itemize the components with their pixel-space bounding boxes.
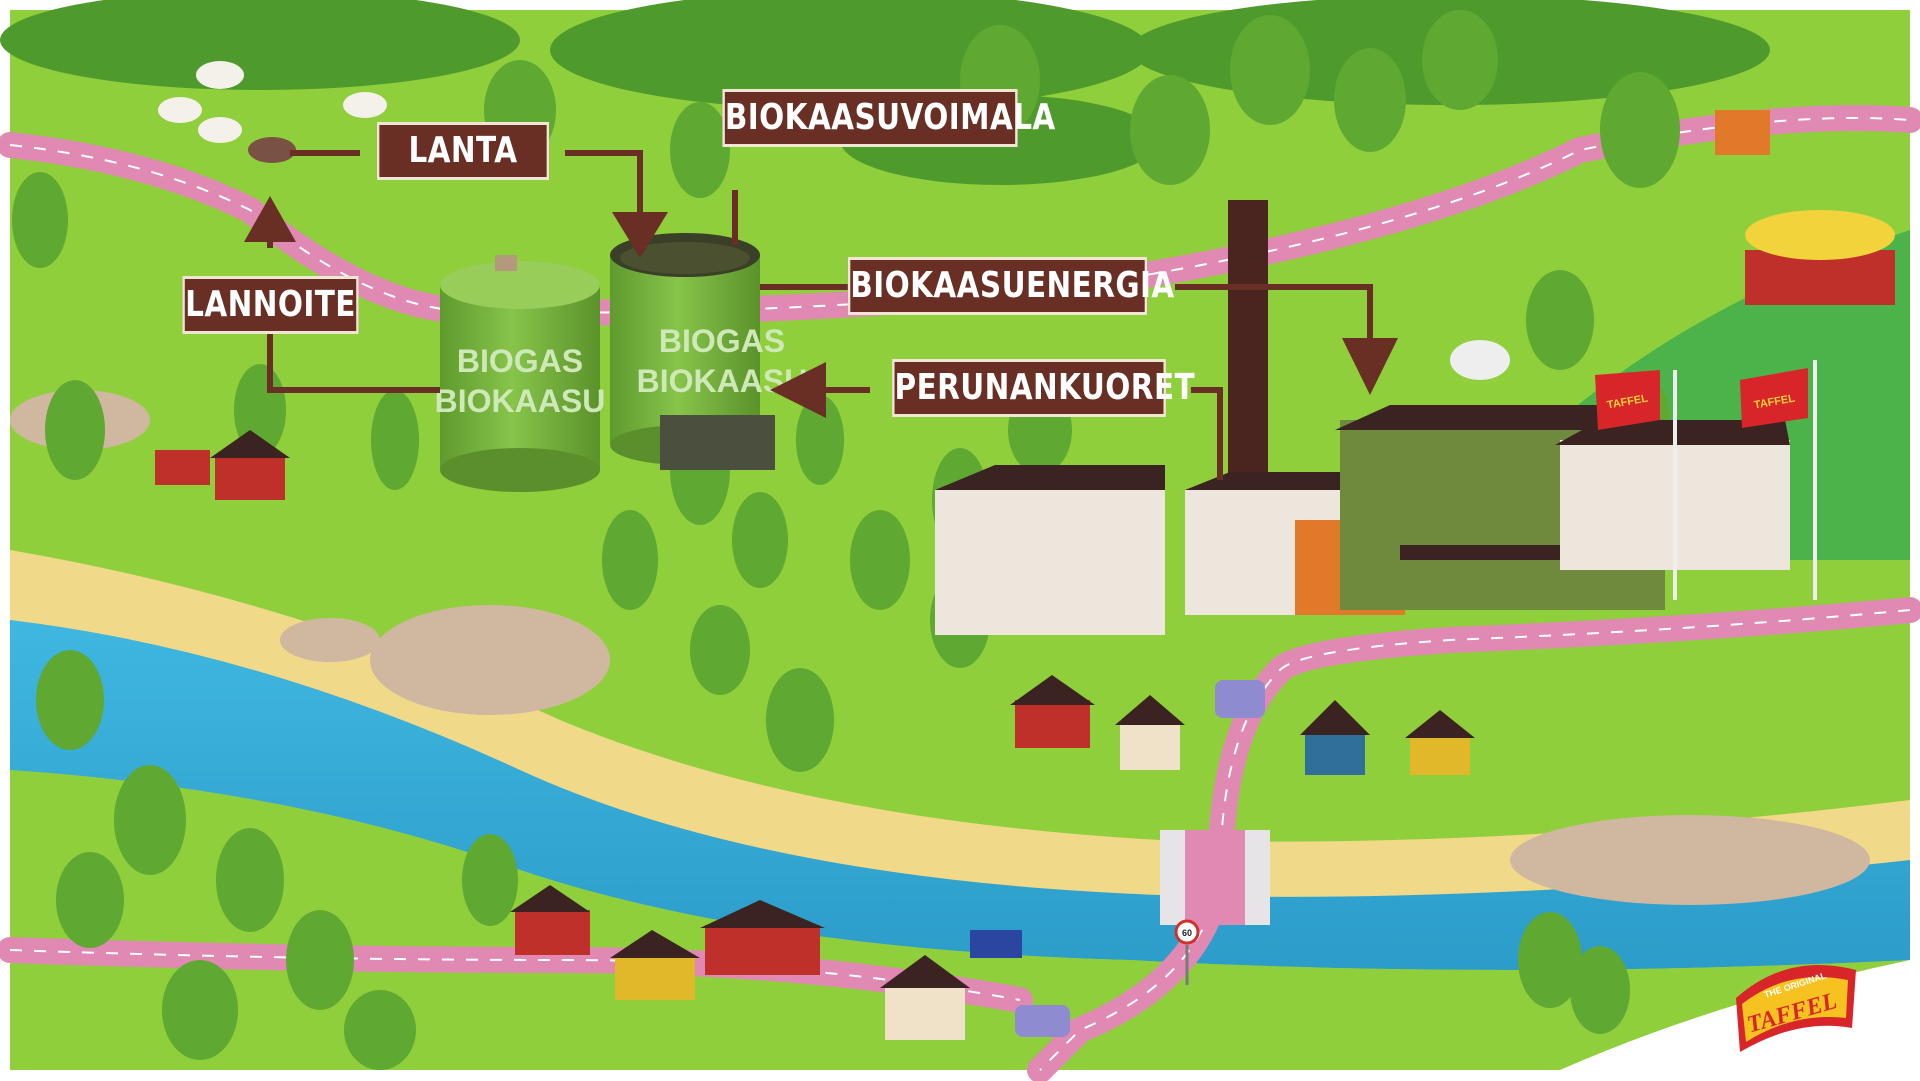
bridge <box>1160 830 1270 925</box>
speed-limit-value: 60 <box>1182 928 1192 938</box>
biogas-tank-left: BIOGAS BIOKAASU <box>435 255 606 492</box>
label-lanta: LANTA <box>377 122 549 180</box>
potato-trailer <box>1745 210 1895 305</box>
tank-left-text-line1: BIOGAS <box>457 343 583 379</box>
label-biokaasuenergia: BIOKAASUENERGIA <box>848 257 1147 315</box>
cow <box>248 137 296 163</box>
label-lannoite: LANNOITE <box>182 276 358 334</box>
chimney <box>1228 200 1268 500</box>
label-biokaasuvoimala: BIOKAASUVOIMALA <box>722 89 1017 147</box>
billboard <box>970 930 1022 958</box>
label-perunankuoret: PERUNANKUORET <box>892 359 1166 417</box>
tank-right-text-line1: BIOGAS <box>659 323 785 359</box>
tank-left-text-line2: BIOKAASU <box>435 383 606 419</box>
